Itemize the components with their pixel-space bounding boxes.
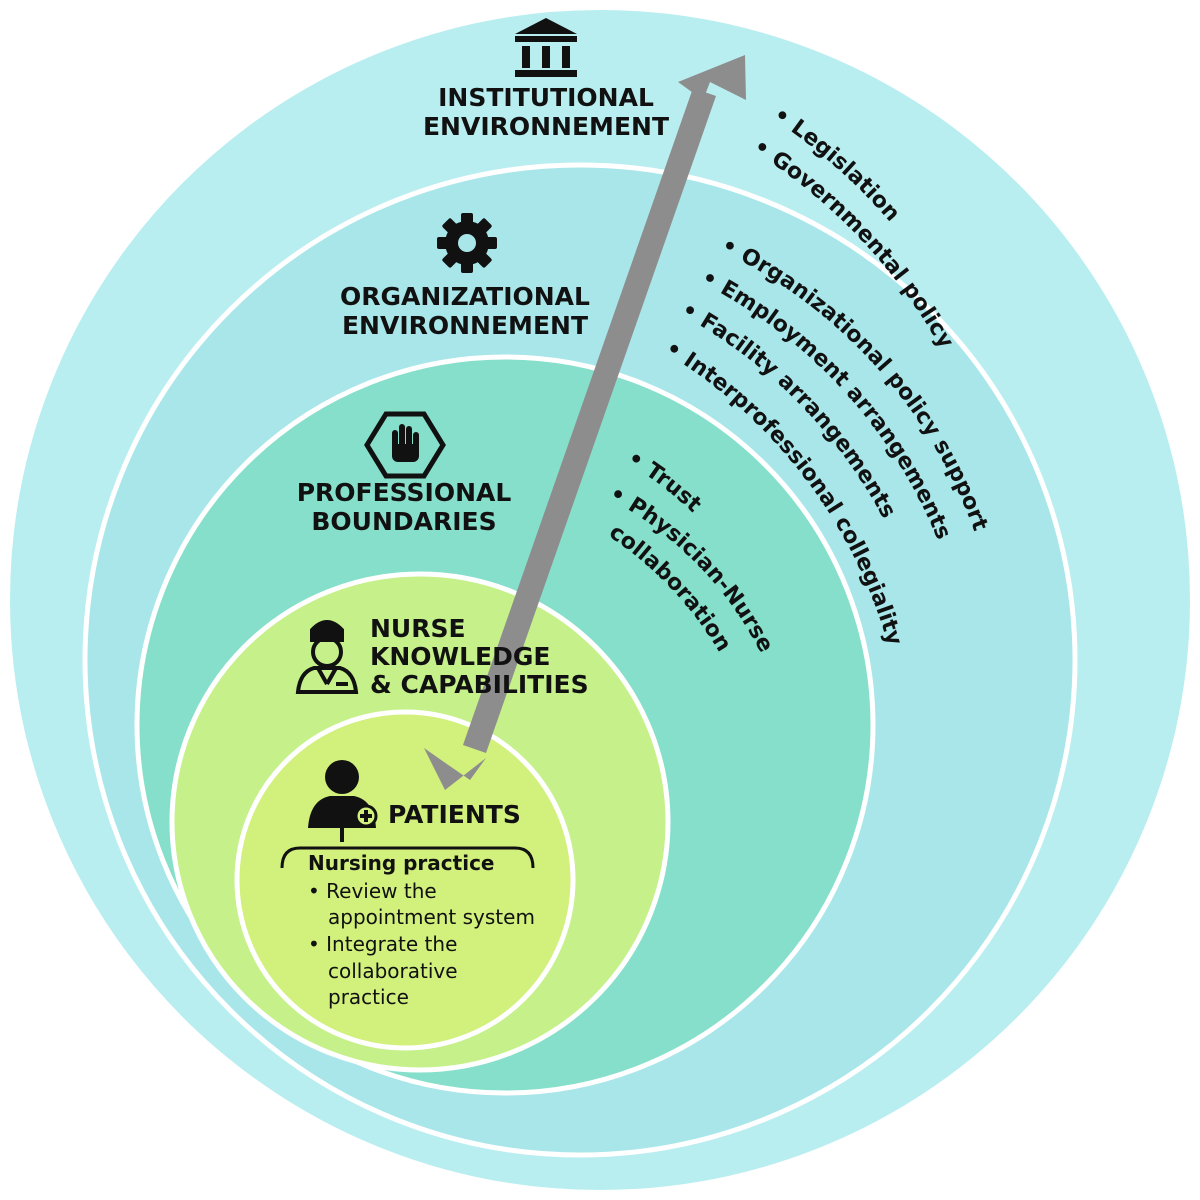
patient-icon xyxy=(308,760,378,842)
nurse-title-line1: NURSE xyxy=(370,614,466,643)
stop-hand-icon xyxy=(364,411,446,479)
professional-title-line1: PROFESSIONAL xyxy=(297,478,512,507)
practice-item-2-line2: collaborative xyxy=(328,959,458,983)
ring-patients xyxy=(234,709,576,1051)
nurse-title-line3: & CAPABILITIES xyxy=(370,670,589,699)
practice-item-1-line2: appointment system xyxy=(328,905,535,929)
practice-bracket xyxy=(280,846,535,869)
professional-title-line2: BOUNDARIES xyxy=(311,507,496,536)
patients-title: PATIENTS xyxy=(388,800,521,829)
practice-item-2-line3: practice xyxy=(328,985,409,1009)
institutional-title-line2: ENVIRONNEMENT xyxy=(423,112,669,141)
institution-building-icon xyxy=(515,18,577,77)
gear-icon xyxy=(437,213,497,273)
nurse-icon xyxy=(295,620,359,694)
connection-arrow xyxy=(424,55,746,790)
organizational-title-line1: ORGANIZATIONAL xyxy=(340,282,590,311)
practice-item-2-line1: • Integrate the xyxy=(308,932,457,956)
nurse-title-line2: KNOWLEDGE xyxy=(370,642,550,671)
practice-heading: Nursing practice xyxy=(308,851,494,875)
institutional-title-line1: INSTITUTIONAL xyxy=(438,83,654,112)
practice-item-1-line1: • Review the xyxy=(308,879,437,903)
organizational-title-line2: ENVIRONNEMENT xyxy=(342,311,588,340)
